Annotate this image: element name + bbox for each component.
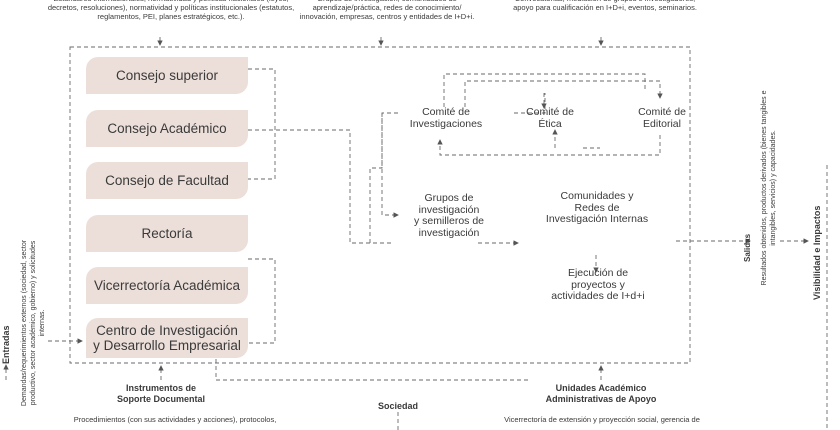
salidas-title: Salidas <box>743 233 752 262</box>
top-left-text: Estándares internacionales, normatividad… <box>47 0 295 21</box>
box-rectoria: Rectoría <box>86 215 248 252</box>
node-comite-editorial: Comité de Editorial <box>638 106 686 130</box>
node-comunidades: Comunidades y Redes de Investigación Int… <box>545 190 649 225</box>
box-consejo-facultad: Consejo de Facultad <box>86 162 248 199</box>
salidas-text: Resultados obtenidos, productos derivado… <box>761 90 777 286</box>
top-right-text: Convocatorias, mediación de grupos e inv… <box>513 0 697 12</box>
entradas-text: Demandas/requerimientos externos (socied… <box>21 239 46 407</box>
instrumentos-title: Instrumentos de Soporte Documental <box>116 383 205 404</box>
system-boundary <box>69 46 691 364</box>
sociedad-label: Sociedad <box>377 401 418 411</box>
node-grupos: Grupos de investigación y semilleros de … <box>413 192 485 239</box>
entradas-title: Entradas <box>1 325 11 364</box>
box-consejo-superior: Consejo superior <box>86 57 248 94</box>
node-comite-etica: Comité de Ética <box>526 106 574 130</box>
instrumentos-text: Procedimientos (con sus actividades y ac… <box>73 415 277 424</box>
visibilidad-impactos: Visibilidad e Impactos <box>812 205 822 300</box>
top-center-text: Grupos de investigación, comunidades de … <box>299 0 475 21</box>
node-comite-investigaciones: Comité de Investigaciones <box>409 106 483 130</box>
box-centro-investigacion: Centro de Investigación y Desarrollo Emp… <box>86 318 248 358</box>
unidades-text: Vicerrectoría de extensión y proyección … <box>504 415 700 424</box>
unidades-title: Unidades Académico Administrativas de Ap… <box>545 383 657 404</box>
node-ejecucion: Ejecución de proyectos y actividades de … <box>551 267 645 302</box>
box-consejo-academico: Consejo Académico <box>86 110 248 147</box>
box-vicerrectoria-academica: Vicerrectoría Académica <box>86 267 248 304</box>
